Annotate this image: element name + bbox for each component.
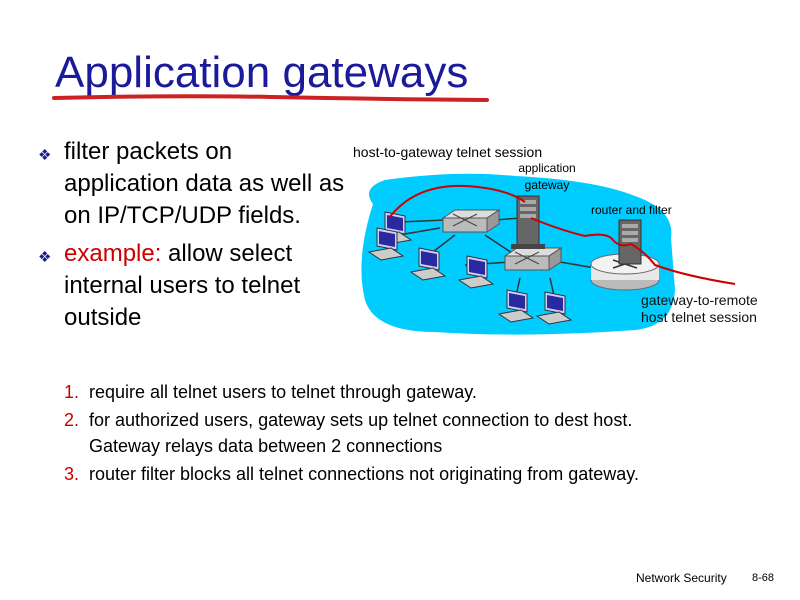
steps-list: 1. require all telnet users to telnet th…: [64, 379, 704, 489]
network-diagram-graphic: [361, 173, 736, 335]
application-gateway-label: application gateway: [518, 161, 576, 192]
step-text: require all telnet users to telnet throu…: [89, 382, 477, 402]
step-number: 1.: [64, 382, 80, 402]
bullet-list: ❖ filter packets on application data as …: [38, 136, 348, 340]
diamond-bullet-icon: ❖: [38, 147, 52, 164]
workstation-icon: [409, 247, 447, 281]
workstation-icon: [535, 291, 573, 325]
router-and-filter-label: router and filter: [591, 203, 672, 217]
network-diagram: host-to-gateway telnet session applicati…: [345, 140, 785, 355]
step-item: 2. for authorized users, gateway sets up…: [64, 407, 704, 459]
switch-icon: [503, 247, 563, 271]
step-number: 3.: [64, 464, 80, 484]
diamond-bullet-icon: ❖: [38, 249, 52, 266]
gateway-to-remote-session-line: [530, 217, 736, 285]
step-item: 3. router filter blocks all telnet conne…: [64, 461, 704, 487]
footer-page-number: 8-68: [752, 572, 775, 584]
workstation-icon: [457, 255, 495, 289]
step-text: for authorized users, gateway sets up te…: [89, 410, 633, 456]
step-number: 2.: [64, 410, 80, 430]
server-icon: [618, 219, 642, 265]
gateway-to-remote-label: gateway-to-remote host telnet session: [641, 292, 758, 325]
bullet-item: ❖ filter packets on application data as …: [38, 136, 348, 232]
bullet-item: ❖ example: allow select internal users t…: [38, 238, 348, 334]
host-to-gateway-session-line: [388, 184, 526, 219]
workstation-icon: [367, 227, 405, 261]
slide-title: Application gateways: [55, 48, 469, 97]
bullet-emphasis: example:: [64, 240, 162, 267]
switch-icon: [441, 209, 501, 233]
footer-section: Network Security: [636, 571, 727, 585]
workstation-icon: [497, 289, 535, 323]
host-to-gateway-label: host-to-gateway telnet session: [353, 144, 543, 160]
step-text: router filter blocks all telnet connecti…: [89, 464, 639, 484]
bullet-text: filter packets on application data as we…: [64, 138, 345, 229]
bullet-text: allow select internal users to telnet ou…: [64, 240, 301, 331]
title-underline: [52, 94, 489, 102]
step-item: 1. require all telnet users to telnet th…: [64, 379, 704, 405]
